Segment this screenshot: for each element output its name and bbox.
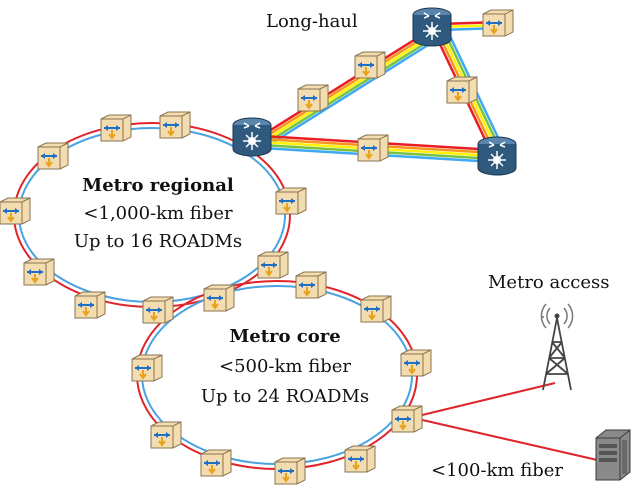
metro-regional-fiber-label: <1,000-km fiber — [83, 203, 233, 224]
roadm-node-icon — [344, 445, 376, 473]
router-icon — [232, 117, 272, 157]
roadm-node-icon — [354, 51, 386, 79]
metro-core-fiber-label: <500-km fiber — [219, 356, 351, 377]
roadm-node-icon — [200, 449, 232, 477]
metro-core-label: Metro core — [229, 326, 340, 347]
roadm-node-icon — [357, 134, 389, 162]
long-haul-label: Long-haul — [266, 11, 358, 32]
server-icon — [595, 429, 631, 481]
roadm-node-icon — [0, 197, 31, 225]
roadm-node-icon — [275, 187, 307, 215]
access-links — [417, 382, 607, 463]
roadm-node-icon — [131, 354, 163, 382]
metro-core-roadm-label: Up to 24 ROADMs — [201, 386, 369, 407]
access-fiber-label: <100-km fiber — [431, 460, 563, 481]
router-icon — [412, 7, 452, 47]
roadm-node-icon — [297, 84, 329, 112]
roadm-node-icon — [400, 349, 432, 377]
metro-regional-roadm-label: Up to 16 ROADMs — [74, 231, 242, 252]
cell-tower-icon — [540, 303, 574, 391]
roadm-node-icon — [159, 111, 191, 139]
roadm-node-icon — [203, 284, 235, 312]
roadm-node-icon — [391, 405, 423, 433]
roadm-node-icon — [142, 296, 174, 324]
roadm-node-icon — [257, 251, 289, 279]
rainbow-link-left-top — [257, 28, 437, 150]
roadm-node-icon — [150, 421, 182, 449]
roadm-node-icon — [295, 271, 327, 299]
roadm-node-icon — [74, 291, 106, 319]
roadm-node-icon — [23, 258, 55, 286]
roadm-node-icon — [100, 114, 132, 142]
roadm-node-icon — [446, 76, 478, 104]
roadm-node-icon — [274, 457, 306, 485]
router-icon — [477, 136, 517, 176]
roadm-node-icon — [37, 142, 69, 170]
metro-regional-label: Metro regional — [82, 175, 234, 196]
roadm-node-icon — [482, 9, 514, 37]
metro-access-label: Metro access — [488, 272, 610, 293]
roadm-node-icon — [360, 295, 392, 323]
